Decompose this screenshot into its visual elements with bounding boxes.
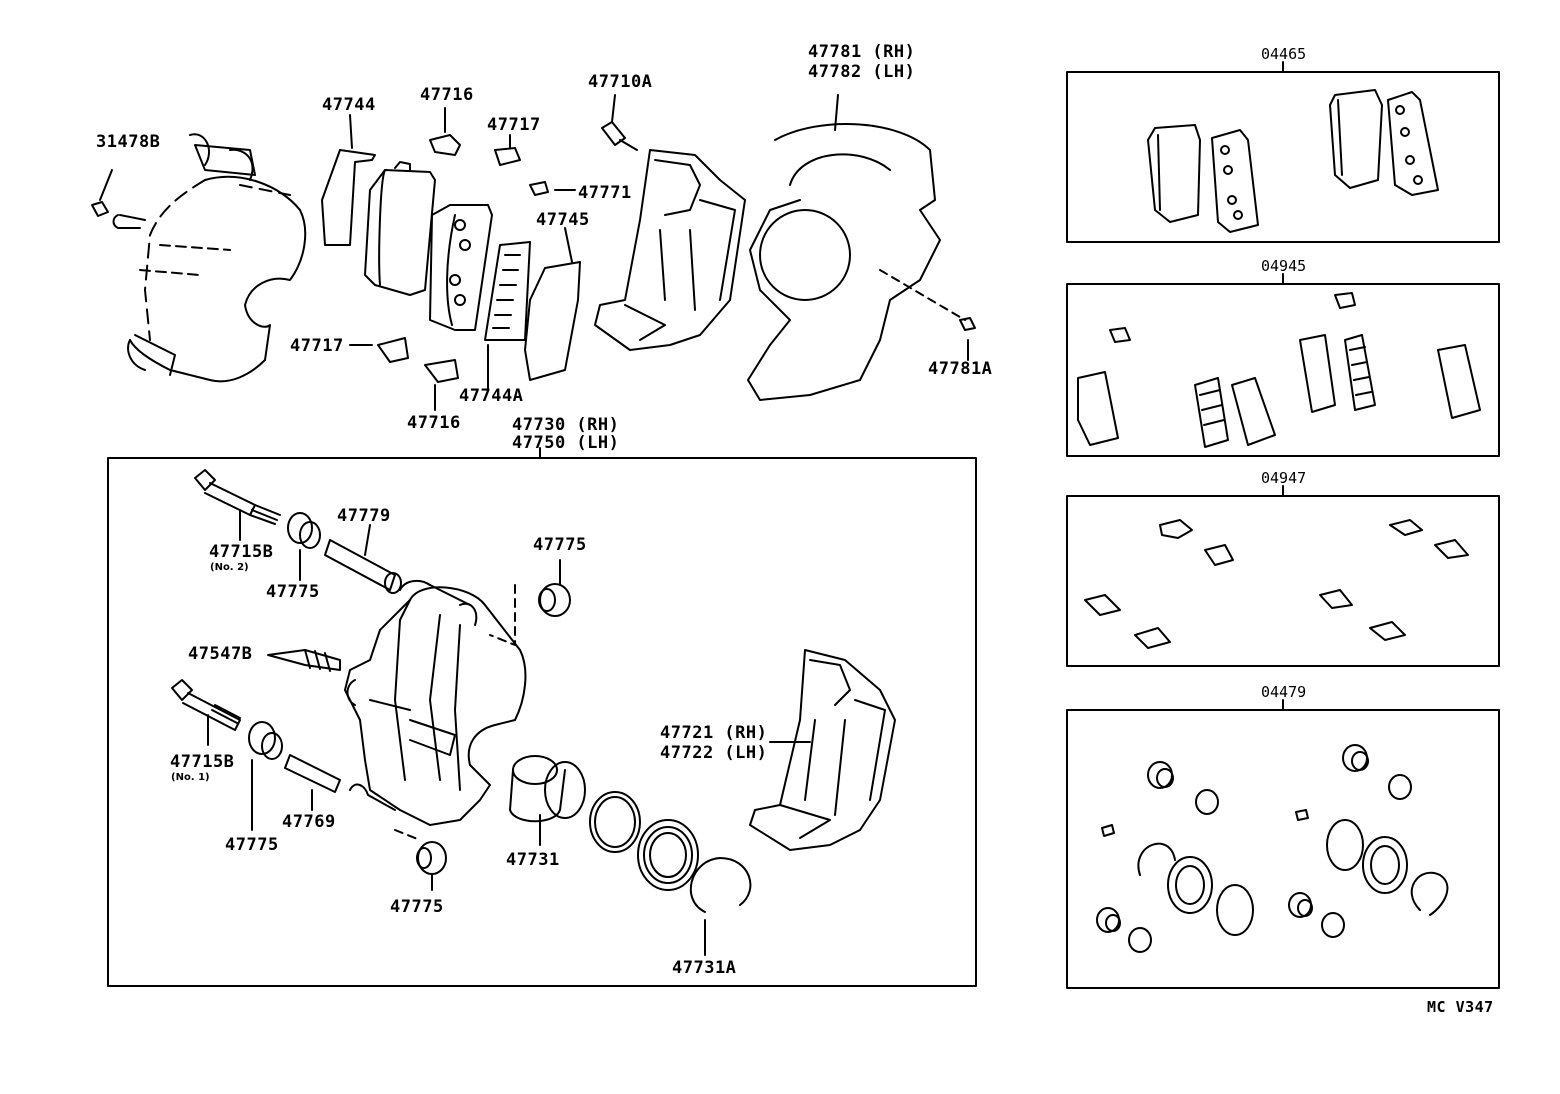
kit-box-04947 [1066,495,1500,667]
part-label-47716-top: 47716 [420,85,474,105]
part-label-47731a: 47731A [672,958,737,978]
cylinder-boot-drawing [637,819,699,891]
part-label-47722-lh: 47722 (LH) [660,743,768,763]
part-label-47745: 47745 [536,210,590,230]
kit-label-04479: 04479 [1261,683,1307,701]
piston-drawing [509,755,586,846]
kit-04947-clips-drawing [1084,519,1469,649]
part-label-47717-top: 47717 [487,115,541,135]
anti-squeal-shim-inner-drawing [484,241,531,391]
kit-box-04479 [1066,709,1500,989]
piston-seal-drawing [589,791,641,853]
part-label-47769: 47769 [282,812,336,832]
part-label-47715b-no1: 47715B [170,752,235,772]
part-label-31478b: 31478B [96,132,161,152]
slide-pin-lower-drawing [284,754,341,811]
part-note-no2: (No. 2) [210,562,249,573]
bleeder-plug-drawing [601,94,638,151]
brake-pad-outer-drawing [364,161,436,296]
kit-04465-pads-drawing [1147,89,1439,233]
part-label-47731: 47731 [506,850,560,870]
kit-label-04465: 04465 [1261,45,1307,63]
part-label-47744: 47744 [322,95,376,115]
brake-pad-inner-drawing [429,204,493,331]
part-label-47775-b: 47775 [533,535,587,555]
part-label-47775-c: 47775 [225,835,279,855]
part-label-47547b: 47547B [188,644,253,664]
kit-label-04947: 04947 [1261,469,1307,487]
part-label-47781a: 47781A [928,359,993,379]
part-label-47781-rh: 47781 (RH) [808,42,916,62]
part-note-no1: (No. 1) [171,772,210,783]
part-label-47721-rh: 47721 (RH) [660,723,768,743]
caliper-bracket-drawing [594,149,746,351]
kit-label-04945: 04945 [1261,257,1307,275]
part-label-47716-bottom: 47716 [407,413,461,433]
caliper-bracket-lower-drawing [749,649,896,851]
kit-box-04465 [1066,71,1500,243]
kit-04479-seals-drawing [1096,744,1449,953]
bushing-right-drawing [489,559,571,646]
caliper-assembly-box [107,457,977,987]
pad-clip-drawing [349,107,576,411]
part-label-47710a: 47710A [588,72,653,92]
part-label-47779: 47779 [337,506,391,526]
part-label-47782-lh: 47782 (LH) [808,62,916,82]
guide-bolt-no2-drawing [194,469,281,541]
pad-backing-plate-drawing [524,227,581,381]
part-label-47717-bottom: 47717 [290,336,344,356]
part-label-47730-rh: 47730 (RH) [512,415,620,435]
kit-04945-shims-drawing [1077,292,1481,448]
boot-drawing [287,512,321,581]
kit-box-04945 [1066,283,1500,457]
part-label-47775-d: 47775 [390,897,444,917]
part-label-47715b-no2: 47715B [209,542,274,562]
part-label-47744a: 47744A [459,386,524,406]
set-ring-drawing [689,857,752,956]
part-label-47775-a: 47775 [266,582,320,602]
disc-dust-cover-drawing [747,94,976,401]
bushing-lower-drawing [394,829,447,891]
slide-pin-drawing [324,524,402,594]
anti-squeal-shim-drawing [321,114,376,246]
caliper-cylinder-drawing [112,133,307,383]
bleeder-cap-drawing [91,169,113,217]
boot-lower-drawing [248,721,283,831]
bleeder-screw-drawing [267,649,341,672]
guide-bolt-no1-drawing [171,679,241,746]
part-label-47750-lh: 47750 (LH) [512,433,620,453]
diagram-code: MC V347 [1427,998,1494,1016]
part-label-47771: 47771 [578,183,632,203]
caliper-body-drawing [344,579,527,826]
